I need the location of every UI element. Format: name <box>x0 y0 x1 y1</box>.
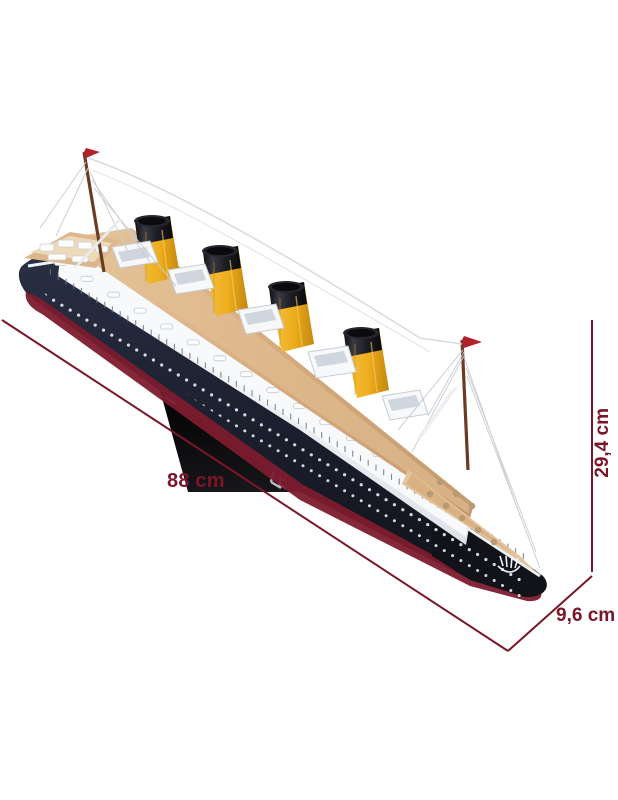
width-dimension-label: 9,6 cm <box>556 605 616 626</box>
mainmast <box>39 148 177 287</box>
bow-deck <box>402 470 536 572</box>
ship-boat-deck <box>74 228 474 518</box>
stern-deck <box>24 232 120 268</box>
height-dimension-label: 29,4 cm <box>592 408 613 478</box>
foremast <box>397 336 541 569</box>
length-dimension-label: 88 cm <box>167 470 225 492</box>
funnel-group <box>134 215 389 398</box>
funnel <box>134 215 180 284</box>
rigging-and-masts <box>39 148 541 569</box>
length-dimension-line <box>1 319 509 652</box>
funnel <box>343 327 389 398</box>
width-dimension-line <box>507 575 593 652</box>
funnel <box>268 281 314 352</box>
bow-crest <box>497 555 521 573</box>
deckhouses <box>111 240 429 421</box>
funnel <box>202 245 248 316</box>
